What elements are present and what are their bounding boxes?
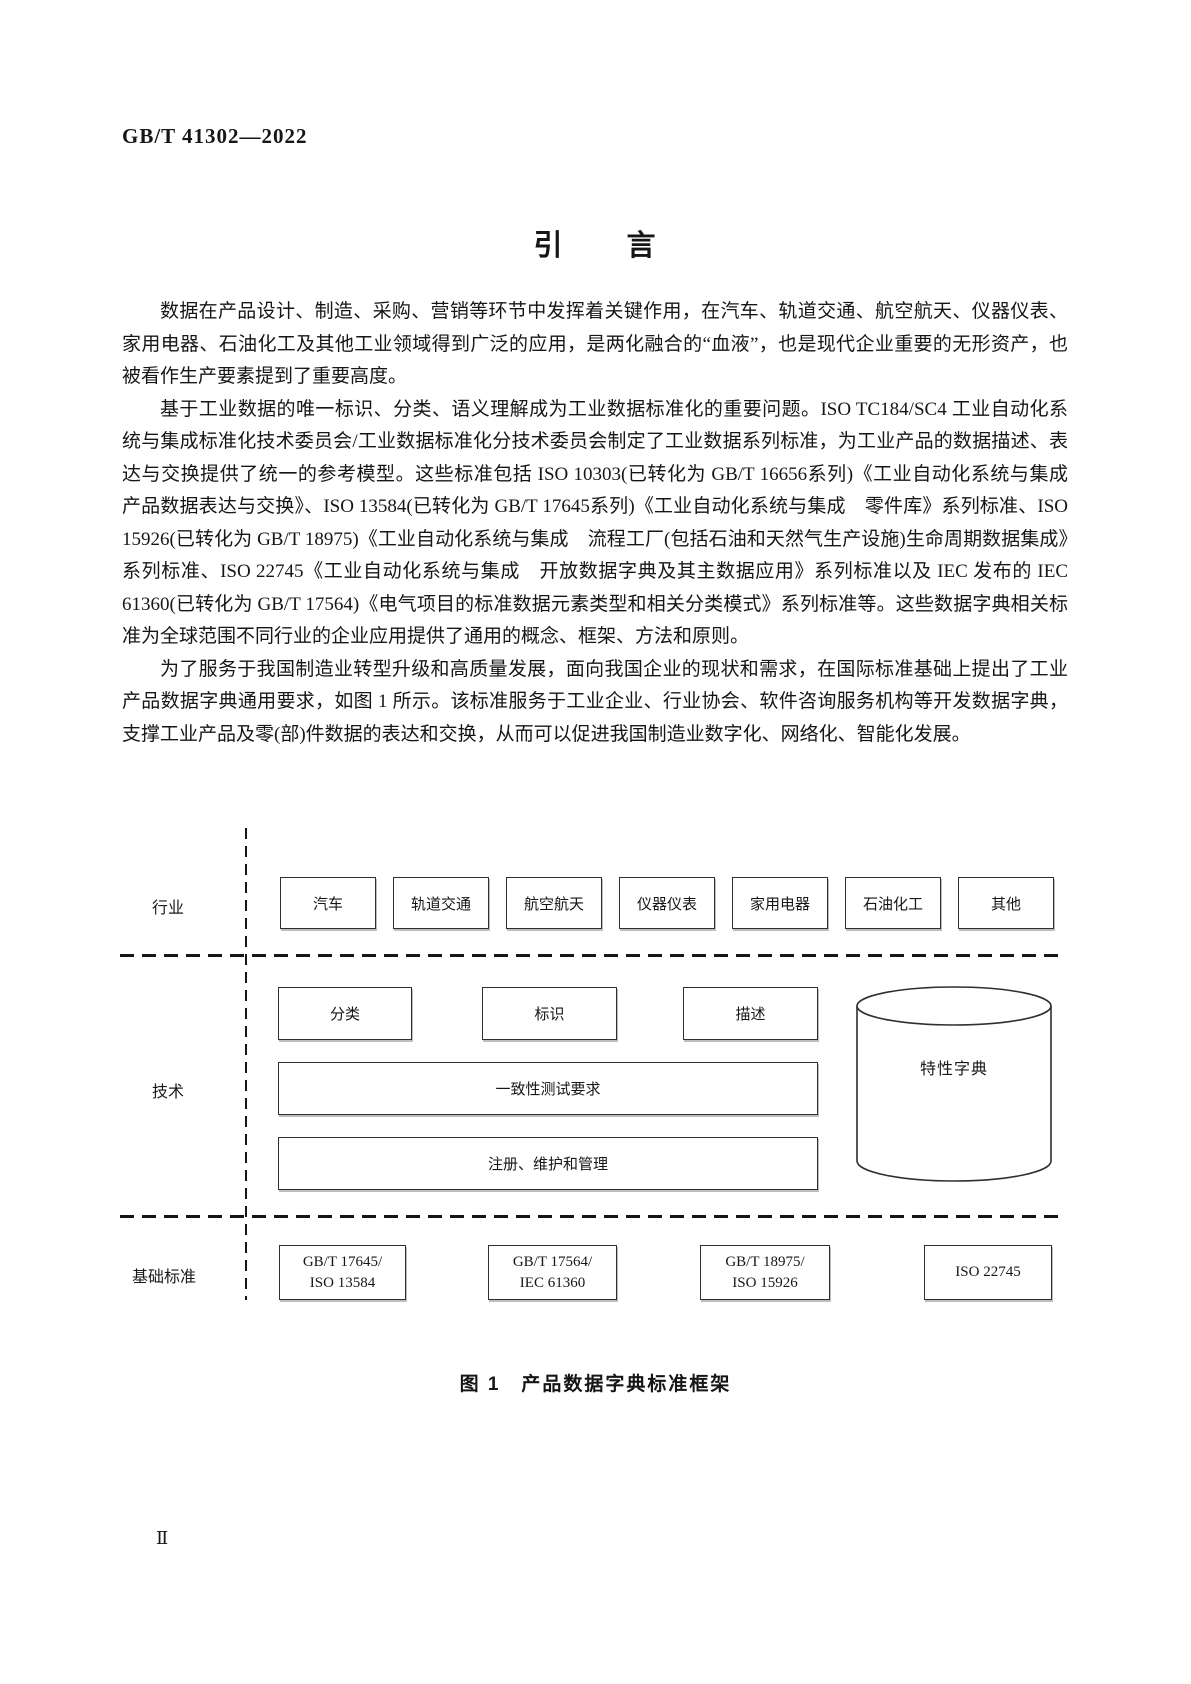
intro-paragraph-3: 为了服务于我国制造业转型升级和高质量发展，面向我国企业的现状和需求，在国际标准基… (122, 658, 1068, 745)
cylinder-icon (856, 986, 1052, 1182)
dictionary-cylinder: 特性字典 (855, 985, 1053, 1183)
base-standard-line: ISO 15926 (732, 1274, 798, 1291)
intro-paragraph-2: 基于工业数据的唯一标识、分类、语义理解成为工业数据标准化的重要问题。ISO TC… (122, 398, 1088, 648)
industry-box: 家用电器 (732, 877, 828, 929)
industry-box: 轨道交通 (393, 877, 489, 929)
doc-number: GB/T 41302—2022 (122, 124, 308, 148)
base-standard-line: GB/T 17564/ (512, 1253, 593, 1270)
base-standard-box: GB/T 18975/ ISO 15926 (700, 1245, 830, 1300)
tech-box: 描述 (683, 987, 818, 1040)
base-standard-box: ISO 22745 (924, 1245, 1052, 1300)
industry-box: 石油化工 (845, 877, 941, 929)
base-standard-line: ISO 22745 (955, 1264, 1021, 1280)
section-title: 引 言 (533, 230, 658, 262)
tech-box: 分类 (278, 987, 412, 1040)
horizontal-dashed-divider-top (120, 954, 1062, 957)
base-standard-line: GB/T 18975/ (725, 1253, 805, 1270)
industry-box: 航空航天 (506, 877, 602, 929)
vertical-dashed-divider (245, 828, 247, 1300)
page-number: Ⅱ (156, 1528, 169, 1548)
base-standard-line: GB/T 17645/ (302, 1253, 383, 1270)
base-standard-box: GB/T 17645/ ISO 13584 (279, 1245, 406, 1300)
tech-wide-box: 一致性测试要求 (278, 1062, 818, 1115)
base-standard-line: IEC 61360 (519, 1274, 586, 1291)
intro-body: 数据在产品设计、制造、采购、营销等环节中发挥着关键作用，在汽车、轨道交通、航空航… (122, 296, 1088, 751)
tech-wide-box: 注册、维护和管理 (278, 1137, 818, 1190)
horizontal-dashed-divider-bottom (120, 1215, 1062, 1218)
cylinder-label: 特性字典 (919, 1061, 988, 1078)
industry-box: 汽车 (280, 877, 376, 929)
row-label-technology: 技术 (151, 1084, 184, 1101)
row-label-industry: 行业 (151, 900, 184, 917)
row-label-base-standards: 基础标准 (131, 1269, 196, 1286)
intro-paragraph-1: 数据在产品设计、制造、采购、营销等环节中发挥着关键作用，在汽车、轨道交通、航空航… (122, 301, 1068, 387)
base-standard-line: ISO 13584 (309, 1274, 376, 1291)
industry-box: 仪器仪表 (619, 877, 715, 929)
figure-caption: 图 1 产品数据字典标准框架 (459, 1374, 732, 1395)
base-standard-box: GB/T 17564/ IEC 61360 (488, 1245, 617, 1300)
industry-box: 其他 (958, 877, 1054, 929)
tech-box: 标识 (482, 987, 617, 1040)
